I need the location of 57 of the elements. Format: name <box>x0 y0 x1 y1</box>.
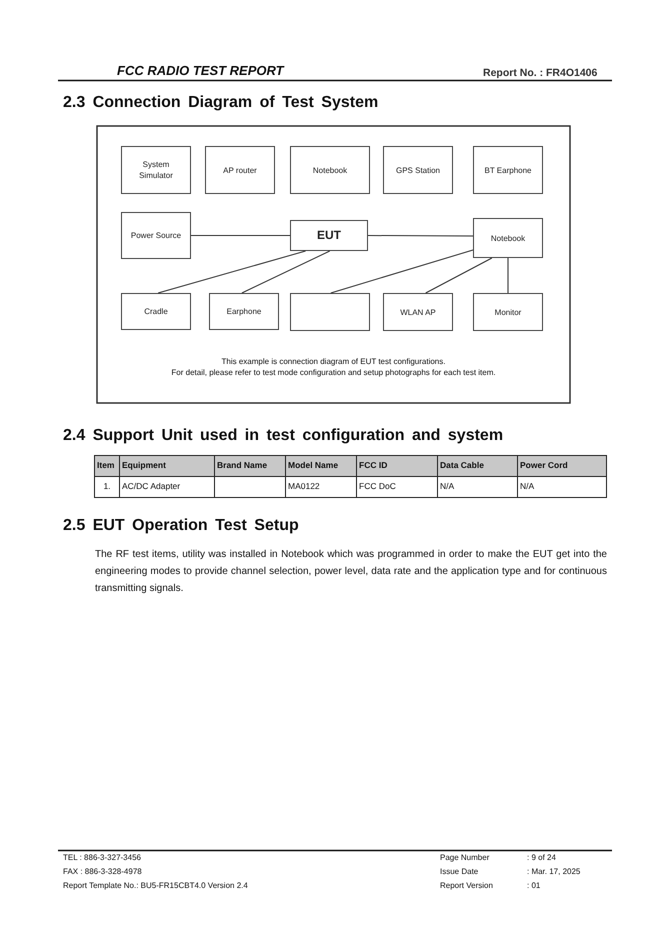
device-box <box>383 293 453 331</box>
body-paragraph: The RF test items, utility was installed in Notebook which was programmed in order to make the EUT get into the engineering modes to provide channel selection, power level, data rate and the application type and for continuous transmitting signals. <box>95 548 607 596</box>
report-number: Report No. : FR4O1406 <box>483 67 598 79</box>
table-header-cell: Item <box>94 455 120 477</box>
device-box <box>473 146 543 194</box>
device-label: Notebook <box>312 164 348 176</box>
table-header-cell: Equipment <box>119 455 215 477</box>
report-title: FCC RADIO TEST REPORT <box>117 63 284 78</box>
table-header-cell: Brand Name <box>214 455 286 477</box>
table-cell: N/A <box>517 476 607 498</box>
device-box <box>473 218 543 258</box>
connection-line <box>190 235 290 236</box>
connection-line <box>330 250 474 294</box>
footer-text: Issue Date <box>440 867 478 876</box>
section-heading: 2.4 Support Unit used in test configuration and system <box>63 427 504 445</box>
device-box <box>121 293 191 330</box>
device-box <box>205 146 275 194</box>
section-heading: 2.5 EUT Operation Test Setup <box>63 517 299 535</box>
device-label: GPS Station <box>394 164 442 176</box>
footer-text: TEL : 886-3-327-3456 <box>63 853 141 862</box>
device-label: Earphone <box>226 306 262 317</box>
device-label: WLAN AP <box>399 306 437 318</box>
device-box <box>209 293 279 330</box>
connection-line <box>241 250 330 294</box>
device-label: Cradle <box>143 306 169 317</box>
connection-line <box>368 235 474 236</box>
table-header-cell: Model Name <box>285 455 357 477</box>
footer-text: : Mar. 17, 2025 <box>527 867 580 876</box>
section-heading: 2.3 Connection Diagram of Test System <box>63 94 378 112</box>
footer-text: : 9 of 24 <box>527 853 556 862</box>
device-label: EUT <box>316 230 342 241</box>
device-box <box>121 212 191 259</box>
footer-text: Report Version <box>440 881 493 890</box>
device-label: Notebook <box>490 232 526 244</box>
footer-text: Page Number <box>440 853 490 862</box>
device-label: Power Source <box>130 230 182 241</box>
device-box <box>121 146 191 194</box>
device-box <box>473 293 543 331</box>
device-box <box>290 146 370 194</box>
device-box <box>383 146 453 194</box>
connection-line <box>425 258 492 294</box>
empty-box <box>290 293 370 331</box>
device-box <box>290 220 368 251</box>
device-label: System Simulator <box>138 159 174 181</box>
device-label: BT Earphone <box>484 164 532 176</box>
table-header-cell: FCC ID <box>356 455 438 477</box>
table-header-cell: Power Cord <box>517 455 607 477</box>
table-header-cell: Data Cable <box>437 455 518 477</box>
device-label: AP router <box>222 164 258 176</box>
diagram-note: For detail, please refer to test mode configuration and setup photographs for each test item. <box>170 368 497 377</box>
table-cell: 1. <box>94 476 120 498</box>
diagram-note: This example is connection diagram of EUT test configurations. <box>220 357 446 366</box>
footer-text: FAX : 886-3-328-4978 <box>63 867 142 876</box>
footer-text: : 01 <box>527 881 540 890</box>
connection-line <box>158 250 306 294</box>
footer-text: Report Template No.: BU5-FR15CBT4.0 Version 2.4 <box>63 881 248 890</box>
device-label: Monitor <box>494 306 522 318</box>
